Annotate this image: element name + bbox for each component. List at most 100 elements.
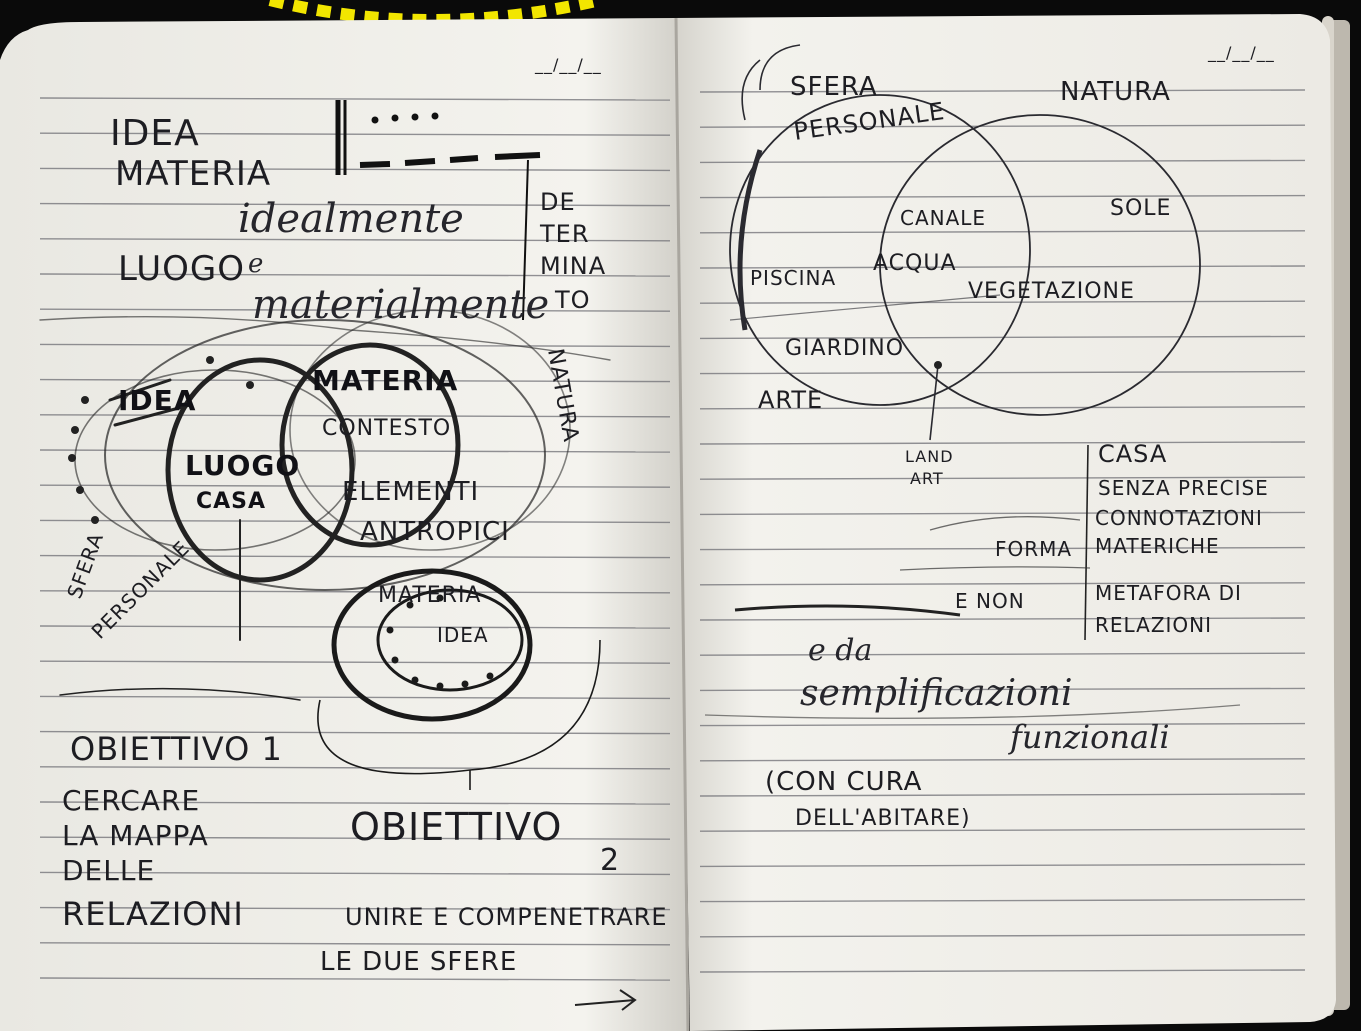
label-forma: FORMA [995,537,1072,561]
ruled-line [39,730,671,735]
ruled-line [39,801,671,805]
small-double-circle [317,568,601,790]
label-acqua: ACQUA [873,251,957,276]
ruled-line [699,511,1306,516]
label-idea: IDEA [110,113,200,154]
label-canale: CANALE [900,206,986,230]
label-natura: NATURA [1060,77,1171,107]
small-circle-idea: IDEA [437,623,489,647]
ruled-line [699,335,1306,340]
label-delle: DELLE [62,854,155,887]
ruled-lines-right [699,89,1306,973]
ruled-line [39,660,671,664]
small-circle-materia: MATERIA [378,583,482,608]
label-casa: CASA [1098,440,1167,468]
venn-label-antropici: ANTROPICI [360,517,510,547]
venn-label-luogo: LUOGO [185,449,300,482]
list-divider [1084,444,1089,641]
ruled-line [39,906,671,911]
label-arte: ARTE [758,386,823,414]
ruled-lines-left [39,97,671,981]
ruled-line [699,89,1306,93]
underline-stroke [704,704,1241,719]
venn-sketch [39,309,611,701]
ruled-line [39,519,671,524]
ruled-line [39,202,671,207]
label-senza: SENZA PRECISE [1098,476,1269,500]
venn-label-contesto: CONTESTO [322,416,451,441]
label-e: e [248,249,263,279]
ruled-line [39,942,671,946]
label-abitare: DELL'ABITARE) [795,806,971,831]
label-con-cura: (CON CURA [765,767,922,797]
ruled-line [699,793,1306,797]
label-funzionali: funzionali [1008,718,1170,756]
ruled-line [699,441,1306,445]
pin-dot [934,361,942,369]
venn-dots [68,356,254,524]
label-mina: MINA [540,252,606,280]
right-date-mark: __/__/__ [1207,43,1275,63]
label-materiche: MATERICHE [1095,534,1220,558]
label-semplificazioni: semplificazioni [800,673,1072,714]
label-e-da: e da [808,633,872,668]
ruled-line [39,625,671,629]
label-relazioni-right: RELAZIONI [1095,613,1212,637]
label-sole: SOLE [1110,196,1171,221]
ruled-line [39,414,671,418]
label-de: DE [540,188,576,216]
venn-label-materia: MATERIA [312,364,458,397]
arrow-icon [574,989,637,1011]
ruled-line [699,406,1306,410]
label-luogo: LUOGO [118,249,245,289]
label-metafora: METAFORA DI [1095,581,1242,605]
ruled-line [699,969,1306,973]
label-cercare: CERCARE [62,784,200,817]
ruled-line [39,378,671,383]
ruled-line [699,300,1306,304]
ruled-line [699,476,1306,480]
ruled-line [699,370,1306,375]
ruled-line [699,194,1306,199]
ruled-line [39,695,671,700]
label-giardino: GIARDINO [785,336,904,361]
ruled-line [699,722,1306,727]
label-sfera: SFERA [790,72,878,102]
ruled-line [699,934,1306,938]
label-la-mappa: LA MAPPA [62,819,209,852]
ruled-line [699,546,1306,551]
label-materia: MATERIA [115,154,271,194]
ruled-line [39,308,671,312]
header-marks [335,100,541,321]
left-date-mark: __/__/__ [534,55,602,75]
label-connotazioni: CONNOTAZIONI [1095,506,1263,530]
ruled-line [39,836,671,840]
separator-stroke [734,604,961,617]
ruled-line [39,484,671,488]
label-land: LAND [905,447,954,466]
label-obiettivo1: OBIETTIVO 1 [70,730,283,768]
label-to: TO [554,286,591,314]
ruled-line [699,652,1306,656]
ruled-line [699,124,1306,128]
venn-label-idea: IDEA [118,384,196,417]
ruled-line [699,898,1306,903]
ruled-line [39,554,671,559]
label-piscina: PISCINA [750,266,836,290]
right-circles [729,44,1201,441]
yellow-dashed-arc [268,0,602,26]
ruled-line [699,617,1306,621]
ruled-line [699,863,1306,868]
ruled-line [39,766,671,770]
venn-label-casa: CASA [196,489,266,514]
ruled-line [699,758,1306,762]
ruled-line [39,871,671,876]
right-page [673,14,1336,1031]
label-idealmente: idealmente [238,196,464,242]
ruled-line [699,265,1306,269]
ruled-line [699,828,1306,832]
small-circle-dots [386,594,494,690]
ruled-line [39,238,671,242]
label-obiettivo2-num: 2 [600,843,620,878]
